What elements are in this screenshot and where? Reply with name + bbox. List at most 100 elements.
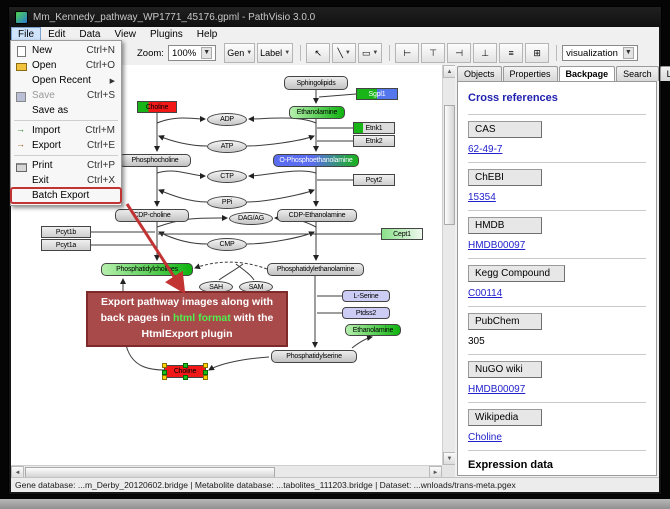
pathway-node-sphingolipids[interactable]: Sphingolipids <box>284 76 348 90</box>
align-top-button[interactable]: ⊤ <box>421 43 446 63</box>
file-menu-item-print[interactable]: Print Ctrl+P <box>11 158 121 173</box>
file-menu-item-open-recent[interactable]: Open Recent▶ <box>11 73 121 88</box>
pathway-node-etnk2[interactable]: Etnk2 <box>353 135 395 147</box>
menu-separator <box>14 120 118 121</box>
menu-item-shortcut: Ctrl+X <box>86 175 115 186</box>
label-tool-icon: Label <box>260 48 283 58</box>
align-middle-button[interactable]: ≡ <box>499 43 524 63</box>
pathway-node-choline[interactable]: Choline <box>137 101 177 113</box>
menu-plugins[interactable]: Plugins <box>149 28 183 40</box>
menu-file[interactable]: File <box>11 27 42 41</box>
menu-separator <box>14 155 118 156</box>
xref-link[interactable]: 62-49-7 <box>468 144 503 155</box>
pathway-node-cdp-choline[interactable]: CDP-choline <box>115 209 189 222</box>
tab-backpage[interactable]: Backpage <box>558 66 616 81</box>
menu-data[interactable]: Data <box>79 28 101 40</box>
pathway-node-adp[interactable]: ADP <box>207 113 247 126</box>
xref-link[interactable]: HMDB00097 <box>468 240 526 251</box>
selection-handle[interactable] <box>162 369 167 375</box>
gene-datanode-button[interactable]: Gen▼ <box>224 43 256 63</box>
pathway-node-pcyt2[interactable]: Pcyt2 <box>353 174 395 186</box>
pathway-node-phosphocholine[interactable]: Phosphocholine <box>119 154 191 167</box>
label-tool-button[interactable]: Label▼ <box>257 43 294 63</box>
line-tool-button[interactable]: ╲▼ <box>332 43 357 63</box>
menu-item-label: Print <box>32 160 53 171</box>
selection-handle[interactable] <box>203 375 208 380</box>
selection-handle[interactable] <box>203 369 208 375</box>
shape-tool-icon: ▭ <box>361 47 371 58</box>
menu-help[interactable]: Help <box>196 28 218 40</box>
pathway-canvas[interactable]: Export pathway images along with back pa… <box>11 65 442 465</box>
export-icon <box>15 139 27 151</box>
pathway-node-phosphatidylcholines[interactable]: Phosphatidylcholines <box>101 263 193 276</box>
visualization-combobox[interactable]: visualization ▼ <box>562 45 638 61</box>
xref-link[interactable]: C00114 <box>468 288 503 299</box>
selection-handle[interactable] <box>162 363 167 368</box>
vertical-scrollbar[interactable]: ▲ ▼ <box>442 65 456 465</box>
pathway-node-etnk1[interactable]: Etnk1 <box>353 122 395 134</box>
pathway-node-phosphatidylethanolamine[interactable]: Phosphatidylethanolamine <box>267 263 364 276</box>
pathway-node-cmp[interactable]: CMP <box>207 238 247 251</box>
pathway-node-l-serine[interactable]: L-Serine <box>342 290 390 302</box>
window-title: Mm_Kennedy_pathway_WP1771_45176.gpml - P… <box>33 11 316 23</box>
expression-data-header: Expression data <box>468 450 646 471</box>
menu-view[interactable]: View <box>114 28 136 40</box>
pathway-node-ctp[interactable]: CTP <box>207 170 247 183</box>
vertical-scroll-thumb[interactable] <box>444 105 455 225</box>
pathway-node-cept1[interactable]: Cept1 <box>381 228 423 240</box>
pathway-node-phosphatidylserine[interactable]: Phosphatidylserine <box>271 350 357 363</box>
pathway-node-ethanolamine[interactable]: Ethanolamine <box>345 324 401 336</box>
scroll-down-icon[interactable]: ▼ <box>443 452 456 465</box>
align-bottom-button[interactable]: ⊥ <box>473 43 498 63</box>
menu-item-shortcut: Ctrl+P <box>86 160 115 171</box>
align-left-button[interactable]: ⊢ <box>395 43 420 63</box>
tab-objects[interactable]: Objects <box>457 66 502 81</box>
file-menu-item-save-as[interactable]: Save as <box>11 103 121 118</box>
pathway-node-ptdss2[interactable]: Ptdss2 <box>342 307 390 319</box>
pathway-node-ethanolamine[interactable]: Ethanolamine <box>289 106 345 119</box>
chevron-down-icon: ▼ <box>284 50 291 56</box>
selection-handle[interactable] <box>183 363 188 368</box>
menu-edit[interactable]: Edit <box>48 28 66 40</box>
shape-tool-button[interactable]: ▭▼ <box>358 43 383 63</box>
select-tool-button[interactable]: ↖ <box>306 43 331 63</box>
menu-item-label: Save as <box>32 105 69 116</box>
xref-link[interactable]: Choline <box>468 432 502 443</box>
tab-search[interactable]: Search <box>616 66 659 81</box>
selection-handle[interactable] <box>183 375 188 380</box>
window-titlebar[interactable]: Mm_Kennedy_pathway_WP1771_45176.gpml - P… <box>9 7 661 27</box>
menu-item-shortcut: Ctrl+S <box>86 90 115 101</box>
selection-handle[interactable] <box>203 363 208 368</box>
pathway-node-dag-ag[interactable]: DAG/AG <box>229 212 273 225</box>
tab-legend[interactable]: Legend <box>659 66 670 81</box>
xref-link[interactable]: HMDB00097 <box>468 384 526 395</box>
selection-handle[interactable] <box>162 375 167 380</box>
pathway-node-pcyt1a[interactable]: Pcyt1a <box>41 239 91 251</box>
align-middle-icon: ≡ <box>508 48 514 58</box>
menu-item-label: Import <box>32 125 61 136</box>
annotation-text-2: with the HtmlExport plugin <box>141 312 274 340</box>
zoom-combobox[interactable]: 100% ▼ <box>167 45 217 61</box>
pathway-node-atp[interactable]: ATP <box>207 140 247 153</box>
match-size-button[interactable]: ⊞ <box>525 43 550 63</box>
pathway-node-o-phosphoethanolamine[interactable]: O-Phosphoethanolamine <box>273 154 359 167</box>
toolbar-separator <box>556 45 558 61</box>
pathway-node-sgpl1[interactable]: Sgpl1 <box>356 88 398 100</box>
menu-item-shortcut: Ctrl+O <box>85 60 115 71</box>
pathway-node-ppi[interactable]: PPi <box>207 196 247 209</box>
file-menu-item-batch-export[interactable]: Batch Export <box>10 187 122 204</box>
tab-properties[interactable]: Properties <box>502 66 558 81</box>
pathway-node-pcyt1b[interactable]: Pcyt1b <box>41 226 91 238</box>
align-right-button[interactable]: ⊣ <box>447 43 472 63</box>
xref-link[interactable]: 15354 <box>468 192 496 203</box>
pathway-node-cdp-ethanolamine[interactable]: CDP-Ethanolamine <box>277 209 357 222</box>
